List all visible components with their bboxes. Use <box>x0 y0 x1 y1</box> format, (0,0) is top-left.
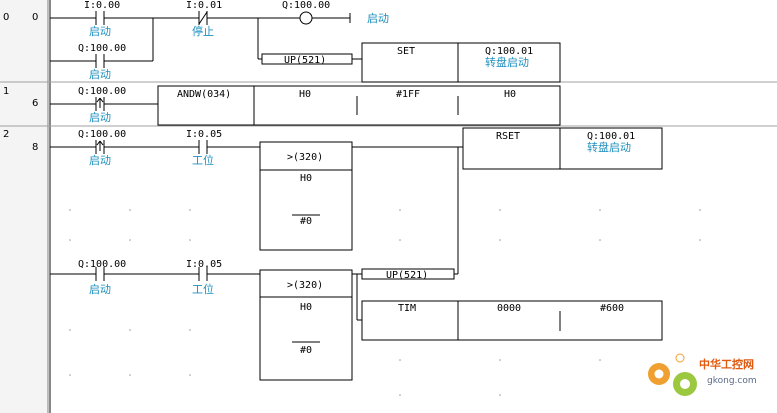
rung-step: 8 <box>32 142 38 153</box>
contact-address: I:0.01 <box>186 0 222 11</box>
tim-operand: 0000 <box>497 303 521 314</box>
contact-comment: 启动 <box>89 111 111 124</box>
andw-instruction-name: ANDW(034) <box>177 89 231 100</box>
contact-address: I:0.05 <box>186 259 222 270</box>
contact-comment: 停止 <box>192 24 214 38</box>
rung-number-gutter <box>0 0 48 413</box>
tim-instruction-name: TIM <box>398 303 416 314</box>
rung-index: 1 <box>3 86 9 97</box>
rset-operand: Q:100.01 <box>587 131 635 142</box>
compare-operand: #0 <box>300 216 312 227</box>
contact-comment: 工位 <box>192 153 214 167</box>
watermark-domain: gkong.com <box>707 376 757 386</box>
set-instruction-name: SET <box>397 46 415 57</box>
compare-instruction-name: >(320) <box>287 152 323 163</box>
andw-operand: H0 <box>299 89 311 100</box>
set-operand: Q:100.01 <box>485 46 533 57</box>
contact-comment: 工位 <box>192 282 214 296</box>
andw-operand: #1FF <box>396 89 420 100</box>
up-instruction-label: UP(521) <box>284 55 326 66</box>
contact-address: Q:100.00 <box>78 43 126 54</box>
rung-index: 2 <box>3 129 9 140</box>
contact-address: I:0.00 <box>84 0 120 11</box>
contact-comment: 启动 <box>89 154 111 167</box>
coil-address: Q:100.00 <box>282 0 330 11</box>
rung-index: 0 <box>3 12 9 23</box>
compare-operand: #0 <box>300 345 312 356</box>
contact-comment: 启动 <box>89 283 111 296</box>
compare-instruction-name: >(320) <box>287 280 323 291</box>
tim-operand: #600 <box>600 303 624 314</box>
contact-comment: 启动 <box>89 25 111 38</box>
contact-address: Q:100.00 <box>78 86 126 97</box>
rset-instruction-name: RSET <box>496 131 520 142</box>
compare-operand: H0 <box>300 302 312 313</box>
contact-address: Q:100.00 <box>78 129 126 140</box>
editor-grid-dots <box>69 209 701 396</box>
contact-address: I:0.05 <box>186 129 222 140</box>
andw-operand: H0 <box>504 89 516 100</box>
contact-address: Q:100.00 <box>78 259 126 270</box>
up-instruction-label: UP(521) <box>386 270 428 281</box>
compare-operand: H0 <box>300 173 312 184</box>
watermark-logo: 中华工控网 gkong.com <box>648 353 757 396</box>
contact-comment: 启动 <box>89 68 111 81</box>
gear-icon <box>648 353 697 396</box>
rset-comment: 转盘启动 <box>587 140 631 154</box>
rung-step: 6 <box>32 98 38 109</box>
coil-comment: 启动 <box>367 12 389 25</box>
watermark-brand: 中华工控网 <box>699 357 754 371</box>
set-comment: 转盘启动 <box>485 55 529 69</box>
rung-step: 0 <box>32 12 38 23</box>
